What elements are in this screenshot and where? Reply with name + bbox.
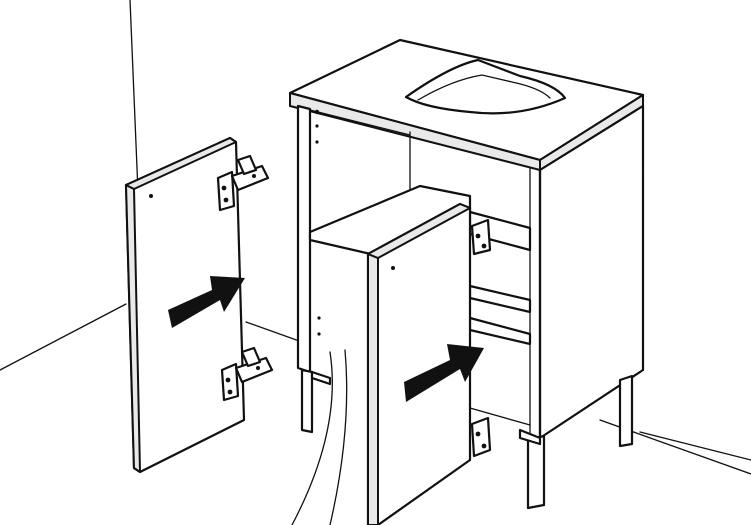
screw-hole-icon [391, 266, 395, 270]
push-arrow-icon [404, 344, 484, 402]
push-arrow-icon [168, 276, 245, 328]
right-door [366, 202, 484, 525]
screw-hole-icon [149, 194, 153, 198]
sink-cutout [404, 58, 567, 115]
left-door [124, 136, 246, 474]
cabinet [288, 38, 645, 525]
hinge-icon [470, 218, 492, 458]
screw-hole-icon [314, 109, 321, 336]
cabinet-left-side [296, 104, 312, 374]
hose-line [291, 351, 333, 525]
cabinet-legs [300, 368, 634, 510]
hinge-icon [216, 154, 274, 402]
